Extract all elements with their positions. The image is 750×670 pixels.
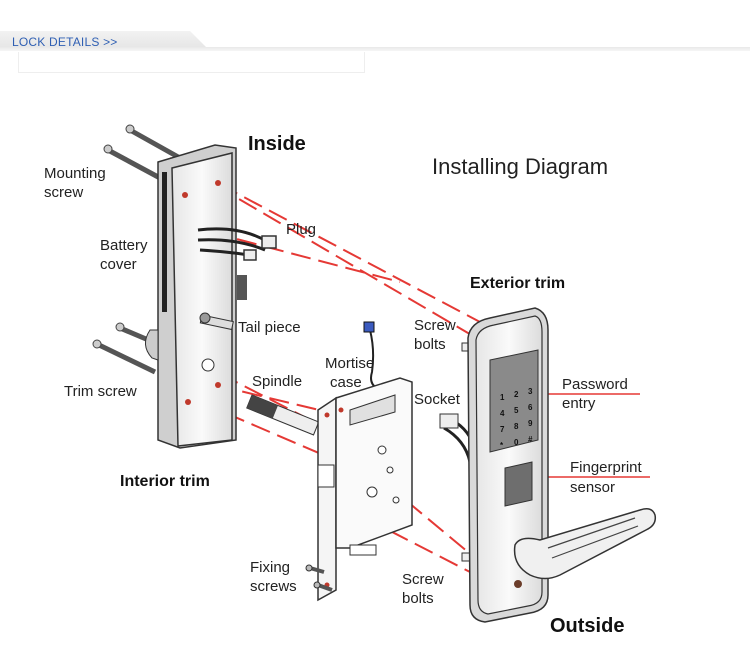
- fixing-screws: [305, 564, 333, 592]
- section-title: LOCK DETAILS >>: [12, 35, 118, 49]
- lever-handle: [513, 508, 657, 580]
- socket-label: Socket: [414, 391, 461, 408]
- battery-cover-label: cover: [100, 256, 137, 273]
- header-subbox: [18, 52, 365, 73]
- keypad-key: 6: [528, 403, 533, 412]
- keypad-key: 9: [528, 419, 533, 428]
- keypad-key: 4: [500, 409, 505, 418]
- fingerprint-sensor-label: Fingerprint: [570, 459, 643, 476]
- interior-trim-label: Interior trim: [120, 473, 210, 490]
- screw-bolts-bottom-label: bolts: [402, 590, 434, 607]
- password-entry-label: Password: [562, 376, 628, 393]
- mounting-screw-label: screw: [44, 184, 83, 201]
- header-divider: [0, 47, 750, 51]
- keypad-key: #: [528, 435, 533, 444]
- keypad-key: *: [500, 441, 504, 450]
- keypad-key: 1: [500, 393, 505, 402]
- mortise-case-label: Mortise: [325, 355, 374, 372]
- inside-label: Inside: [248, 133, 306, 155]
- spindle: [246, 394, 320, 436]
- header-tab: [0, 31, 210, 51]
- mortise-case-label: case: [330, 374, 362, 391]
- screw-bolts-bottom-label: Screw: [402, 571, 444, 588]
- spindle-label: Spindle: [252, 373, 302, 390]
- screw-bolts-top-label: bolts: [414, 336, 446, 353]
- trim-screw-label: Trim screw: [64, 383, 137, 400]
- diagram-title: Installing Diagram: [432, 154, 608, 179]
- keypad-key: 7: [500, 425, 505, 434]
- interior-trim-panel: [145, 144, 247, 449]
- mounting-screw-label: Mounting: [44, 165, 106, 182]
- plug-wires: [197, 227, 277, 261]
- keypad-key: 8: [514, 422, 519, 431]
- keypad-key: 0: [514, 438, 519, 447]
- screw-bolts-top-label: Screw: [414, 317, 456, 334]
- exterior-trim-label: Exterior trim: [470, 275, 565, 292]
- tail-piece: [199, 312, 234, 331]
- battery-cover-label: Battery: [100, 237, 148, 254]
- keypad-key: 2: [514, 390, 519, 399]
- mortise-case: [317, 321, 413, 602]
- fixing-screws-label: screws: [250, 578, 297, 595]
- outside-label: Outside: [550, 615, 624, 637]
- keypad: 1 2 3 4 5 6 7 8 9 * 0 #: [500, 387, 533, 450]
- keypad-key: 5: [514, 406, 519, 415]
- fixing-screws-label: Fixing: [250, 559, 290, 576]
- password-entry-label: entry: [562, 395, 596, 412]
- tail-piece-label: Tail piece: [238, 319, 301, 336]
- fingerprint-sensor-label: sensor: [570, 479, 615, 496]
- plug-label: Plug: [286, 221, 316, 238]
- keypad-key: 3: [528, 387, 533, 396]
